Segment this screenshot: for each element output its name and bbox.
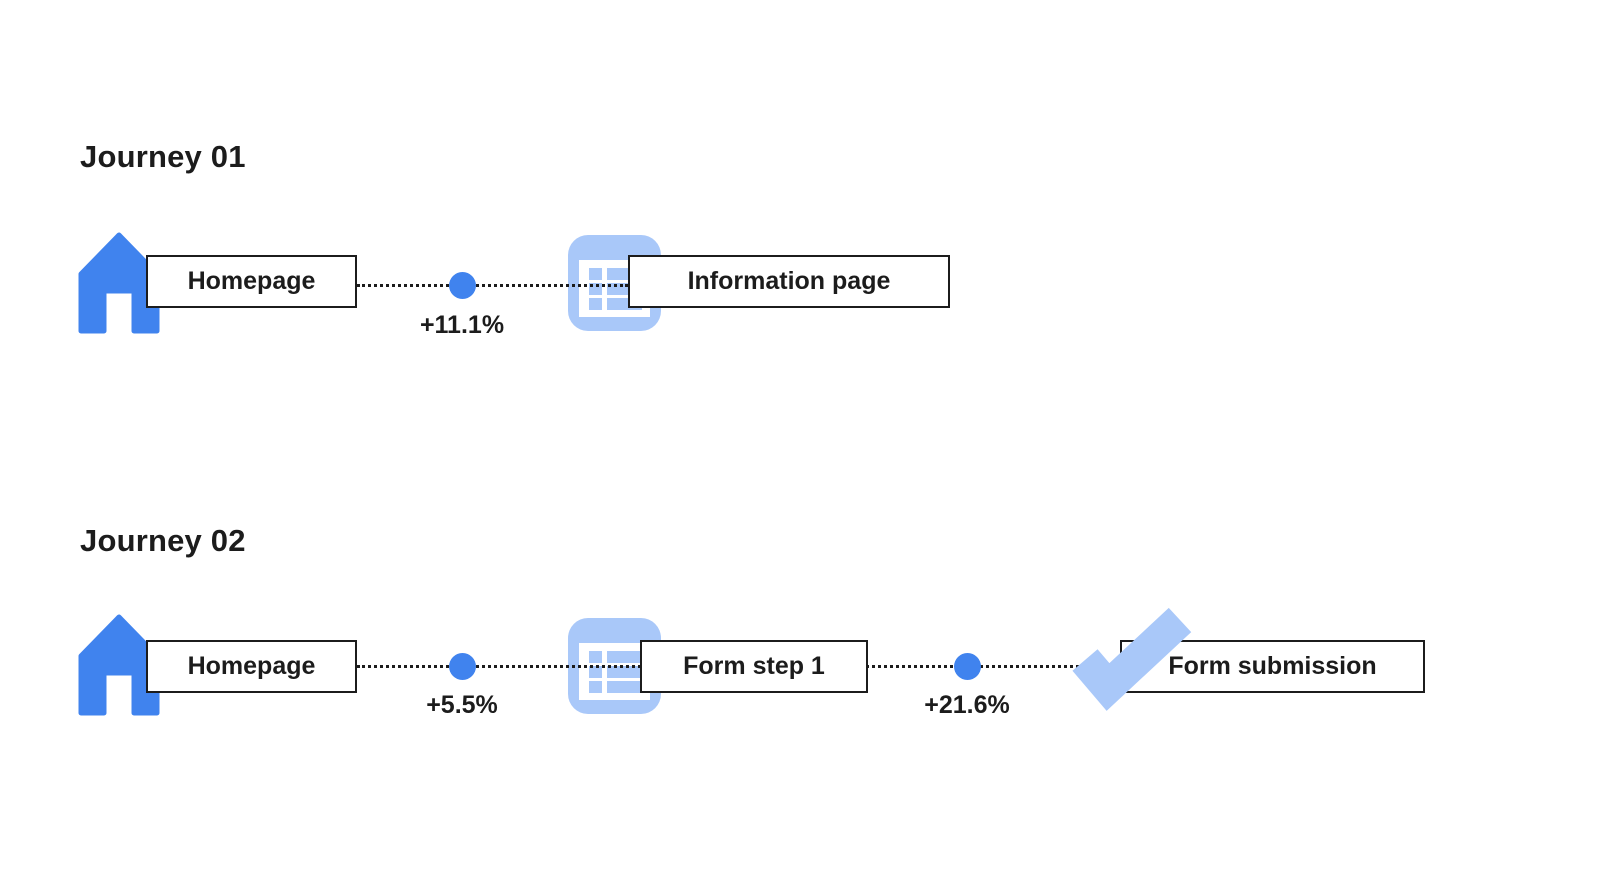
journey-title: Journey 01 [80,139,246,174]
transition-delta: +5.5% [426,691,498,719]
step-label: Information page [687,267,891,295]
dotted-connector [357,284,628,287]
page-icon-sheet [579,643,650,700]
transition-delta: +21.6% [924,691,1010,719]
step-box-homepage: Homepage [146,255,357,308]
step-label: Form submission [1168,652,1377,680]
transition-dot [449,272,476,299]
journey-title: Journey 02 [80,523,246,558]
transition-dot [449,653,476,680]
step-box-form-submission: Form submission [1120,640,1425,693]
step-label: Homepage [187,267,316,295]
step-label: Form step 1 [683,652,825,680]
transition-dot [954,653,981,680]
page-icon-row [589,665,650,678]
home-icon [78,614,160,716]
step-box-form-step-1: Form step 1 [640,640,868,693]
step-box-homepage: Homepage [146,640,357,693]
step-box-information-page: Information page [628,255,950,308]
page-icon-row [589,680,650,693]
step-label: Homepage [187,652,316,680]
transition-delta: +11.1% [419,311,505,339]
check-icon [1072,607,1192,711]
page-icon-row [589,650,650,663]
home-icon [78,232,160,334]
